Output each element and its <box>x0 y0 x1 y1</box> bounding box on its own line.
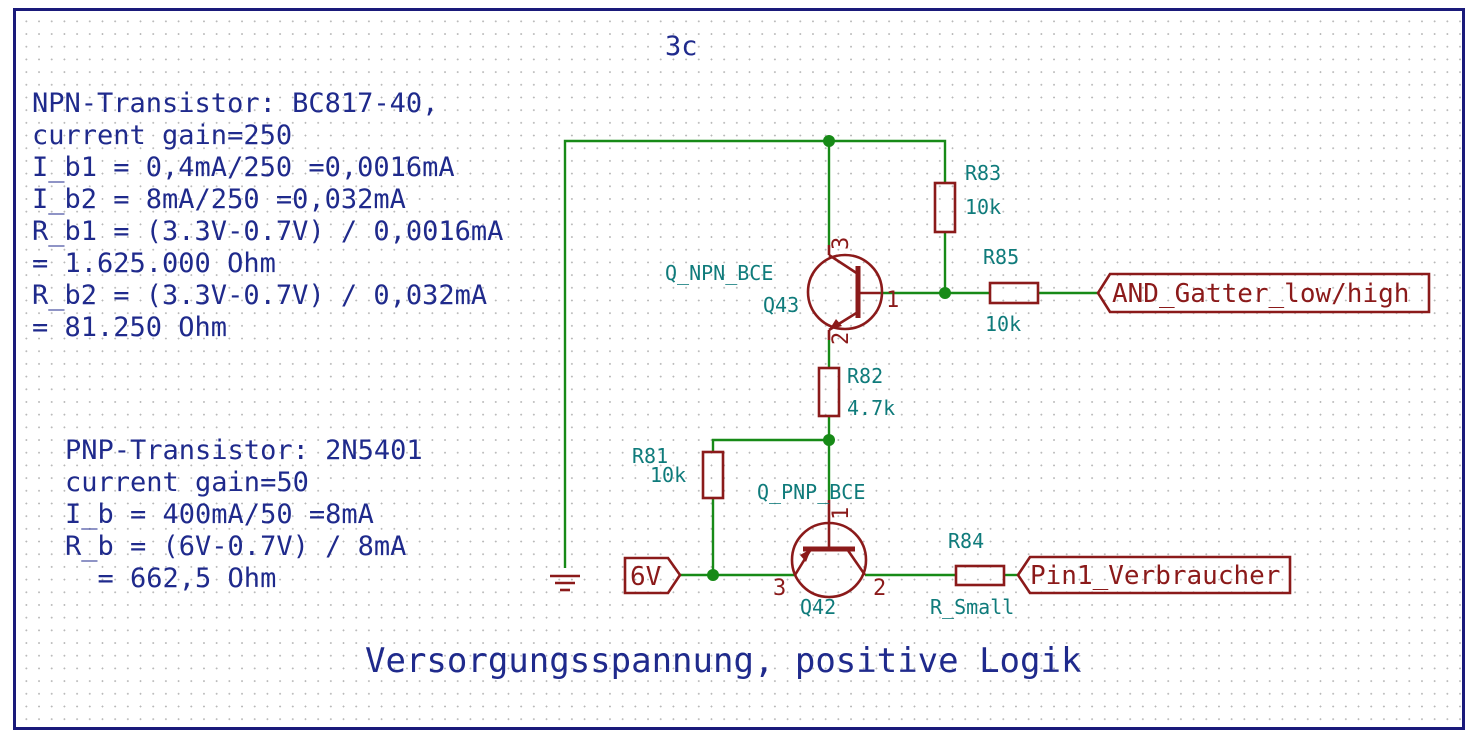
pnp-note-line: R_b = (6V-0.7V) / 8mA <box>65 531 406 562</box>
resistor-body <box>988 281 1040 305</box>
global-label-shape <box>623 556 682 595</box>
global-label-shape <box>1016 555 1292 595</box>
r85-ref: R85 <box>983 245 1019 269</box>
label-supply-6v[interactable]: 6V <box>623 556 682 595</box>
q43-value: Q_NPN_BCE <box>665 261 773 285</box>
pnp-note-line: current gain=50 <box>65 467 309 498</box>
resistor-r83[interactable]: R83 10k <box>933 161 1001 234</box>
npn-notes: NPN-Transistor: BC817-40, current gain=2… <box>32 88 503 343</box>
schematic-sheet-frame <box>13 8 1465 730</box>
npn-note-line: R_b2 = (3.3V-0.7V) / 0,032mA <box>32 280 487 311</box>
pnp-note-line: = 662,5 Ohm <box>65 563 276 594</box>
resistor-r81[interactable]: R81 10k <box>632 444 725 500</box>
junction-dot <box>939 287 951 299</box>
label-supply-text: 6V <box>630 562 661 592</box>
q42-pin-2: 2 <box>873 576 886 601</box>
wires <box>563 139 1098 577</box>
npn-note-line: NPN-Transistor: BC817-40, <box>32 88 438 119</box>
label-load-text: Pin1_Verbraucher <box>1030 561 1280 591</box>
wire-ground-rail <box>563 139 947 568</box>
junction-dot <box>707 569 719 581</box>
sheet-title: 3c <box>665 31 698 62</box>
q42-ref: Q42 <box>800 595 836 619</box>
npn-note-line: = 1.625.000 Ohm <box>32 248 276 279</box>
resistor-body <box>954 564 1006 587</box>
ground-symbol-icon <box>550 574 580 592</box>
r81-ref: R81 <box>632 444 668 468</box>
npn-note-line: = 81.250 Ohm <box>32 312 227 343</box>
resistor-body <box>701 450 725 500</box>
q42-value: Q_PNP_BCE <box>757 480 865 504</box>
q43-ref: Q43 <box>763 293 799 317</box>
junction-dot <box>823 434 835 446</box>
pnp-collector-line <box>845 548 867 576</box>
resistor-body <box>933 181 957 234</box>
q42-pin-1: 1 <box>829 507 854 520</box>
global-label-shape <box>1096 272 1431 314</box>
r83-value: 10k <box>965 195 1001 219</box>
q42-pin-3: 3 <box>773 576 786 601</box>
r81-value: 10k <box>650 463 686 487</box>
pnp-note-line: I_b = 400mA/50 =8mA <box>65 499 374 530</box>
wire-r81-top <box>711 438 829 452</box>
q43-pin-1: 1 <box>886 288 899 313</box>
resistor-r85[interactable]: R85 10k <box>983 245 1040 336</box>
npn-emitter-arrow <box>829 319 842 330</box>
label-and-gate[interactable]: AND_Gatter_low/high <box>1096 272 1431 314</box>
npn-note-line: I_b1 = 0,4mA/250 =0,0016mA <box>32 152 455 183</box>
npn-collector-line <box>828 253 859 276</box>
resistor-r84[interactable]: R84 R_Small <box>930 529 1014 619</box>
r85-value: 10k <box>985 312 1021 336</box>
transistor-q42-pnp[interactable]: Q_PNP_BCE Q42 1 2 3 <box>757 480 886 619</box>
sheet-footer: Versorgungsspannung, positive Logik <box>365 641 1081 681</box>
resistor-r82[interactable]: R82 4.7k <box>817 364 895 420</box>
q43-pin-3: 3 <box>829 237 854 250</box>
resistor-body <box>817 366 841 418</box>
transistor-q43-npn[interactable]: Q_NPN_BCE Q43 1 2 3 <box>665 237 899 345</box>
r82-ref: R82 <box>847 364 883 388</box>
label-load[interactable]: Pin1_Verbraucher <box>1016 555 1292 595</box>
r82-value: 4.7k <box>847 396 895 420</box>
label-and-gate-text: AND_Gatter_low/high <box>1112 279 1409 309</box>
npn-note-line: current gain=250 <box>32 120 292 151</box>
npn-note-line: I_b2 = 8mA/250 =0,032mA <box>32 184 406 215</box>
junction-dot <box>823 135 835 147</box>
q43-pin-2: 2 <box>829 332 854 345</box>
r83-ref: R83 <box>965 161 1001 185</box>
transistor-body <box>806 253 884 331</box>
r84-ref: R84 <box>948 529 984 553</box>
npn-note-line: R_b1 = (3.3V-0.7V) / 0,0016mA <box>32 216 503 247</box>
pnp-emitter-arrow <box>800 549 811 562</box>
r84-value: R_Small <box>930 595 1014 619</box>
pnp-note-line: PNP-Transistor: 2N5401 <box>65 435 423 466</box>
pnp-notes: PNP-Transistor: 2N5401 current gain=50 I… <box>65 435 423 594</box>
